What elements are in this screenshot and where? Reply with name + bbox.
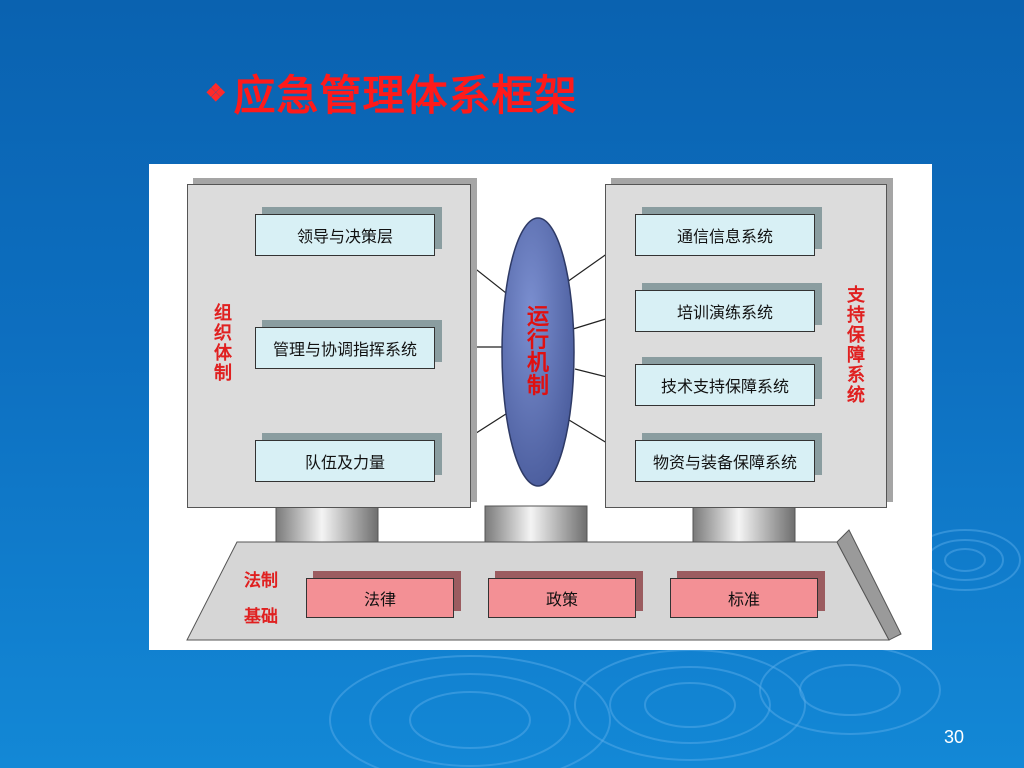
operation-mechanism-label: 运行机制 [526, 304, 549, 399]
slide-title-text: 应急管理体系框架 [233, 70, 578, 120]
operation-mechanism-ellipse [501, 217, 575, 487]
page-number: 30 [943, 727, 964, 747]
base-item-law: 法律 [306, 578, 454, 618]
support-item-communication: 通信信息系统 [635, 214, 815, 256]
support-item-training: 培训演练系统 [635, 290, 815, 332]
base-platform-side [836, 529, 902, 641]
support-item-materials: 物资与装备保障系统 [635, 440, 815, 482]
emergency-framework-diagram: 组织体制 领导与决策层 管理与协调指挥系统 队伍及力量 支持保障系统 通信信息系… [149, 164, 932, 650]
base-item-policy: 政策 [488, 578, 636, 618]
org-item-leadership: 领导与决策层 [255, 214, 435, 256]
legal-basis-label-line1: 法制 [244, 571, 278, 591]
org-item-command: 管理与协调指挥系统 [255, 327, 435, 369]
pillar-left [275, 505, 379, 543]
support-system-label: 支持保障系统 [847, 285, 865, 406]
pillar-right [692, 505, 796, 543]
slide-title: ❖ 应急管理体系框架 [205, 62, 578, 122]
pillar-center [484, 505, 588, 543]
base-item-standard: 标准 [670, 578, 818, 618]
support-item-technical: 技术支持保障系统 [635, 364, 815, 406]
org-system-label: 组织体制 [214, 303, 232, 384]
diamond-bullet-icon: ❖ [205, 77, 228, 107]
legal-basis-label-line2: 基础 [244, 607, 278, 627]
org-item-forces: 队伍及力量 [255, 440, 435, 482]
